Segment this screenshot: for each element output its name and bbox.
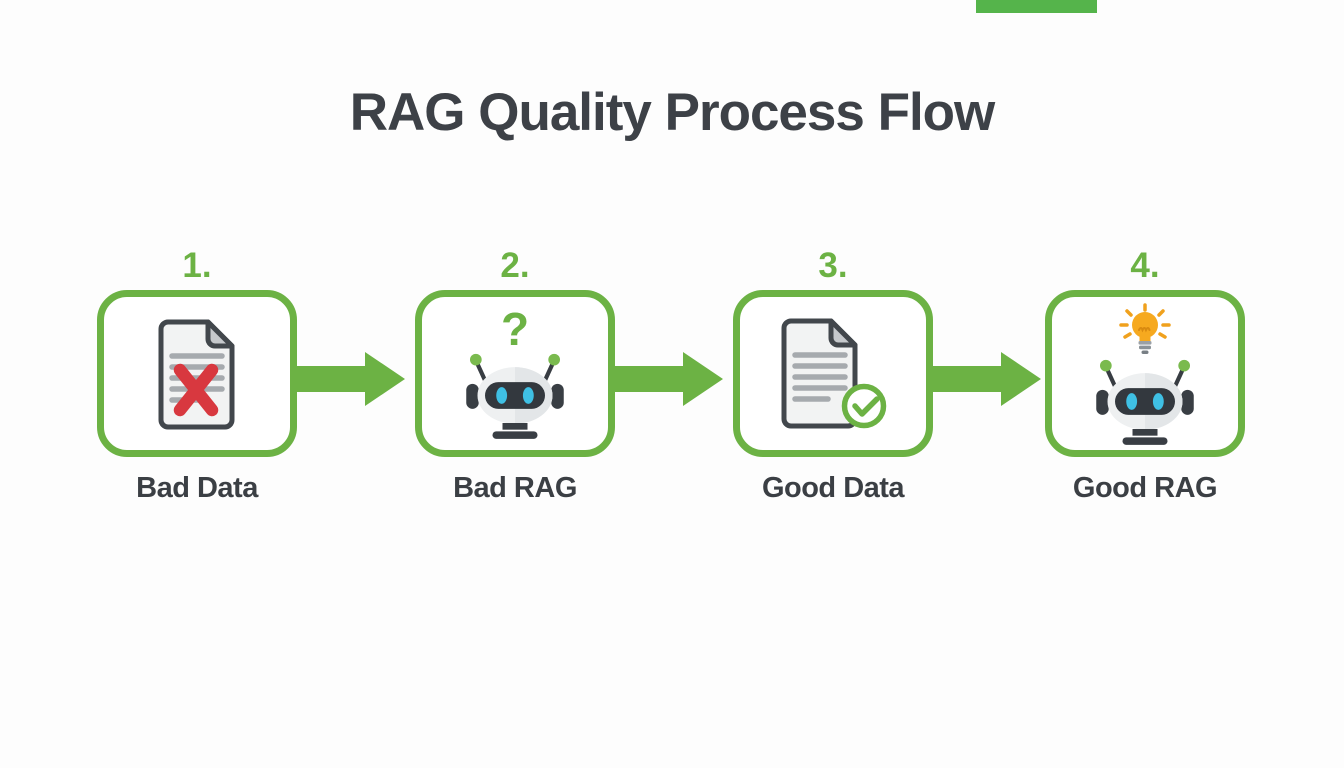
antenna-tip-right	[1178, 359, 1190, 371]
top-right-accent-bar	[976, 0, 1097, 13]
document-error-icon	[158, 319, 235, 429]
step-number: 3.	[818, 246, 848, 285]
step-box	[1045, 290, 1245, 457]
robot-question-icon	[466, 353, 564, 439]
diagram-title: RAG Quality Process Flow	[349, 83, 996, 142]
lightbulb-icon	[1119, 302, 1171, 354]
step-label: Good RAG	[1072, 472, 1218, 504]
flow-arrow-icon	[611, 350, 723, 408]
step-number: 1.	[182, 246, 212, 285]
document-check-icon	[781, 318, 887, 428]
step-label: Good Data	[761, 472, 905, 504]
antenna-tip-right	[548, 353, 560, 365]
step-label: Bad RAG	[453, 472, 577, 504]
step-bad-data: 1. Bad Data	[87, 244, 307, 505]
antenna-tip-left	[470, 353, 482, 365]
step-box	[97, 290, 297, 457]
robot-idea-icon	[1096, 359, 1194, 445]
flow-arrow-icon	[293, 350, 405, 408]
antenna-tip-left	[1100, 359, 1112, 371]
step-number: 4.	[1130, 246, 1160, 285]
step-good-data: 3. Good Data	[723, 244, 943, 505]
question-mark-icon: ?	[500, 302, 530, 355]
check-circle-icon	[841, 383, 887, 428]
step-number: 2.	[500, 246, 530, 285]
step-bad-rag: 2. ? Bad RAG	[405, 244, 625, 505]
flow-arrow-icon	[929, 350, 1041, 408]
step-good-rag: 4.	[1035, 244, 1255, 505]
step-box: ?	[415, 290, 615, 457]
step-box	[733, 290, 933, 457]
step-label: Bad Data	[136, 472, 258, 504]
